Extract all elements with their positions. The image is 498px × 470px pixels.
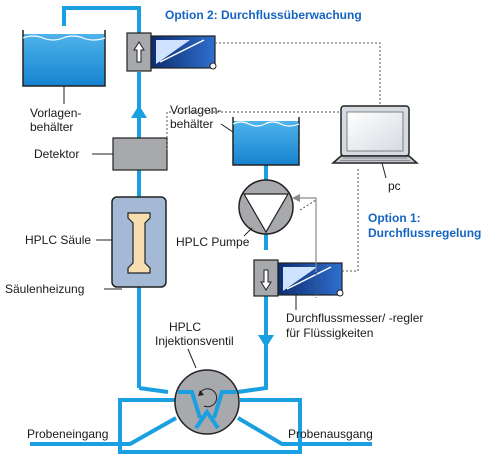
sample-in-label: Probeneingang [27, 427, 108, 441]
pipes [30, 6, 372, 454]
flow-meter-label-1: Durchflussmesser/ -regler [286, 311, 423, 325]
flow-meter-icon [253, 259, 344, 297]
pipe-valve-left [138, 386, 169, 394]
flow-meter-label-2: für Flüssigkeiten [286, 326, 373, 340]
reservoir-right-label-2: behälter [170, 117, 213, 131]
sample-out-label: Probenausgang [288, 427, 373, 441]
pump-icon [238, 179, 294, 235]
flow-meter-icon [126, 32, 217, 72]
feedback-arrowhead [292, 194, 300, 202]
reservoir-left-label-1: Vorlagen- [30, 106, 81, 120]
option2-title: Option 2: Durchflussüberwachung [165, 8, 362, 22]
reservoir-left [22, 30, 106, 87]
valve-label-2: Injektionsventil [155, 334, 234, 348]
reservoir-right [232, 117, 300, 166]
leader-line [220, 123, 234, 133]
leader-line [187, 348, 197, 369]
feedback-arrow [296, 197, 317, 272]
flow-arrow-down [258, 335, 274, 348]
pipe-sample-loop [118, 398, 302, 454]
leader-line [243, 227, 253, 237]
column-heater-label: Säulenheizung [5, 282, 84, 296]
detector-box [112, 137, 168, 171]
flow-arrow-up [131, 105, 147, 118]
pump-label: HPLC Pumpe [176, 235, 250, 249]
pipe-sample-out [236, 416, 372, 446]
valve-label-1: HPLC [169, 320, 201, 334]
option1-title-1: Option 1: [368, 211, 421, 225]
pc-label: pc [388, 179, 401, 193]
column-label: HPLC Säule [25, 233, 91, 247]
detector-label: Detektor [34, 147, 79, 161]
pipe-valve-right [237, 375, 268, 394]
pipe-sample-in [30, 416, 177, 446]
leader-line [381, 162, 387, 179]
reservoir-left-label-2: behälter [30, 120, 73, 134]
reservoir-right-label-1: Vorlagen- [170, 103, 221, 117]
valve-icon [174, 369, 240, 435]
option1-title-2: Durchflussregelung [368, 226, 481, 240]
laptop-icon [331, 105, 419, 164]
pipe-top [62, 6, 141, 33]
column-heater [111, 196, 167, 288]
